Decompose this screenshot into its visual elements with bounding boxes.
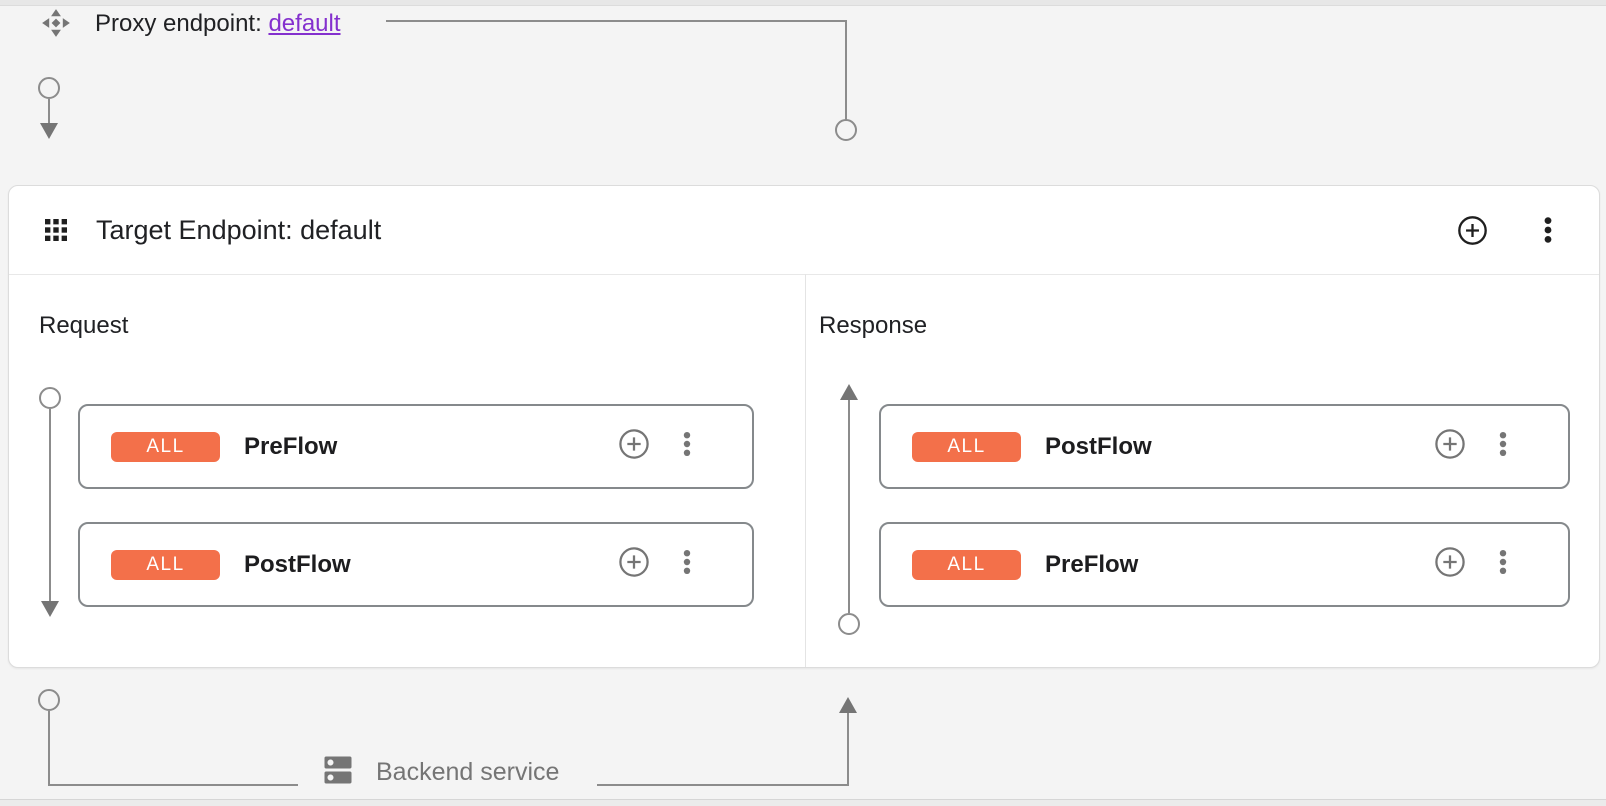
connector-inbound-arrow — [40, 123, 58, 139]
connector-backend-return-arrow — [839, 697, 857, 713]
flow-name: PreFlow — [1045, 550, 1139, 578]
add-policy-icon[interactable] — [1434, 546, 1466, 583]
flow-card-response-postflow[interactable]: ALL PostFlow — [879, 404, 1570, 489]
request-panel-title: Request — [39, 312, 129, 339]
flow-menu-icon[interactable] — [671, 546, 703, 583]
connector-inbound-start-node — [38, 77, 60, 99]
flow-condition-badge: ALL — [912, 431, 1021, 462]
connector-proxy-vertical — [845, 20, 847, 120]
connector-backend-left-vertical — [48, 711, 50, 786]
request-flow-start-node — [39, 387, 61, 409]
add-policy-icon[interactable] — [1434, 428, 1466, 465]
request-flow-arrow — [41, 601, 59, 617]
add-policy-icon[interactable] — [618, 546, 650, 583]
connector-proxy-horizontal — [386, 20, 847, 22]
connector-backend-right-horizontal — [597, 784, 849, 786]
add-circle-icon[interactable] — [1457, 215, 1488, 251]
add-policy-icon[interactable] — [618, 428, 650, 465]
flow-condition-badge: ALL — [912, 549, 1021, 580]
target-endpoint-title: Target Endpoint: default — [96, 215, 382, 245]
connector-backend-left-horizontal — [48, 784, 298, 786]
flow-card-response-preflow[interactable]: ALL PreFlow — [879, 522, 1570, 607]
response-panel-title: Response — [819, 312, 928, 339]
flow-name: PostFlow — [1045, 432, 1152, 460]
flow-condition-badge: ALL — [111, 549, 220, 580]
flow-menu-icon[interactable] — [671, 428, 703, 465]
response-flow-end-node — [838, 613, 860, 635]
top-edge-divider — [0, 0, 1606, 6]
apps-grid-icon — [45, 219, 67, 246]
backend-service-label: Backend service — [376, 758, 560, 786]
proxy-endpoint-link[interactable]: default — [268, 10, 341, 37]
flow-name: PreFlow — [244, 432, 338, 460]
bottom-edge-divider — [0, 799, 1606, 806]
target-endpoint-card: Target Endpoint: default Request ALL Pre… — [8, 185, 1600, 668]
flow-name: PostFlow — [244, 550, 351, 578]
proxy-endpoint-label: Proxy endpoint: — [95, 10, 262, 37]
server-dns-icon — [320, 752, 356, 793]
connector-inbound-line — [48, 99, 50, 123]
connector-backend-start-node — [38, 689, 60, 711]
response-flow-arrow — [840, 384, 858, 400]
proxy-endpoint-icon — [40, 7, 72, 44]
target-endpoint-header: Target Endpoint: default — [9, 186, 1599, 275]
flow-card-request-postflow[interactable]: ALL PostFlow — [78, 522, 754, 607]
response-flow-line — [848, 400, 850, 613]
proxy-endpoint-title: Proxy endpoint: default — [95, 9, 341, 39]
connector-proxy-endpoint-node — [835, 119, 857, 141]
flow-menu-icon[interactable] — [1487, 428, 1519, 465]
flow-menu-icon[interactable] — [1487, 546, 1519, 583]
flow-card-request-preflow[interactable]: ALL PreFlow — [78, 404, 754, 489]
three-dot-menu-icon[interactable] — [1531, 213, 1565, 252]
request-response-divider — [805, 274, 806, 667]
flow-condition-badge: ALL — [111, 431, 220, 462]
connector-backend-right-vertical — [847, 712, 849, 786]
request-flow-line — [49, 409, 51, 601]
